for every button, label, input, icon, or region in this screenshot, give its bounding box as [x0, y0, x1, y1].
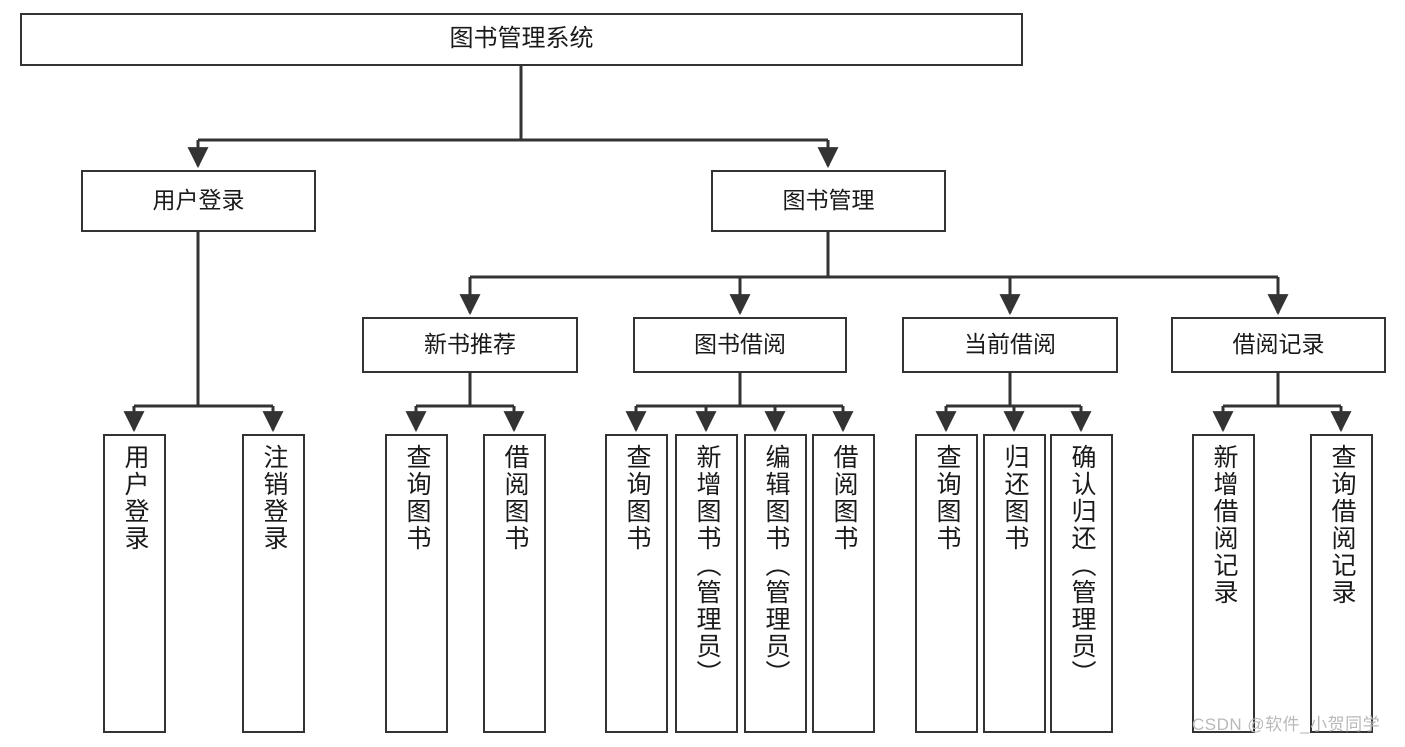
node-leaf-query-book-borrow-label: 查询图书	[623, 444, 651, 552]
node-leaf-query-borrow-record-label: 查询借阅记录	[1328, 444, 1356, 606]
csdn-watermark: CSDN @软件_小贺同学	[1192, 715, 1381, 734]
node-leaf-add-book-label: 新增图书（管理员）	[693, 444, 721, 687]
node-leaf-query-book-recommend[interactable]: 查询图书	[385, 434, 448, 733]
node-book-borrow-label: 图书借阅	[694, 331, 786, 358]
node-leaf-logout-label: 注销登录	[260, 444, 288, 552]
node-leaf-logout[interactable]: 注销登录	[242, 434, 305, 733]
node-leaf-borrow-book-label: 借阅图书	[830, 444, 858, 552]
node-leaf-edit-book[interactable]: 编辑图书（管理员）	[744, 434, 807, 733]
node-leaf-add-borrow-record[interactable]: 新增借阅记录	[1192, 434, 1255, 733]
node-leaf-query-book-recommend-label: 查询图书	[403, 444, 431, 552]
node-leaf-query-book-current-label: 查询图书	[933, 444, 961, 552]
node-leaf-user-login-label: 用户登录	[121, 444, 149, 552]
node-book-management-label: 图书管理	[782, 187, 875, 214]
node-leaf-query-book-borrow[interactable]: 查询图书	[605, 434, 668, 733]
node-leaf-borrow-book-recommend-label: 借阅图书	[501, 444, 529, 552]
node-leaf-borrow-book[interactable]: 借阅图书	[812, 434, 875, 733]
node-leaf-return-book[interactable]: 归还图书	[983, 434, 1046, 733]
node-leaf-query-book-current[interactable]: 查询图书	[915, 434, 978, 733]
node-leaf-confirm-return-label: 确认归还（管理员）	[1068, 444, 1096, 687]
node-borrow-record[interactable]: 借阅记录	[1171, 317, 1386, 373]
node-root[interactable]: 图书管理系统	[20, 13, 1023, 66]
node-user-login-label: 用户登录	[152, 187, 245, 214]
node-root-label: 图书管理系统	[449, 25, 594, 53]
node-user-login[interactable]: 用户登录	[81, 170, 316, 232]
node-new-book-recommend[interactable]: 新书推荐	[362, 317, 578, 373]
node-leaf-borrow-book-recommend[interactable]: 借阅图书	[483, 434, 546, 733]
node-book-borrow[interactable]: 图书借阅	[633, 317, 847, 373]
node-book-management[interactable]: 图书管理	[711, 170, 946, 232]
node-leaf-add-borrow-record-label: 新增借阅记录	[1210, 444, 1238, 606]
node-current-borrow[interactable]: 当前借阅	[902, 317, 1118, 373]
node-leaf-edit-book-label: 编辑图书（管理员）	[762, 444, 790, 687]
node-current-borrow-label: 当前借阅	[964, 331, 1056, 358]
node-new-book-recommend-label: 新书推荐	[424, 331, 516, 358]
node-leaf-query-borrow-record[interactable]: 查询借阅记录	[1310, 434, 1373, 733]
node-leaf-user-login[interactable]: 用户登录	[103, 434, 166, 733]
node-leaf-return-book-label: 归还图书	[1001, 444, 1029, 552]
node-leaf-confirm-return[interactable]: 确认归还（管理员）	[1050, 434, 1113, 733]
node-leaf-add-book[interactable]: 新增图书（管理员）	[675, 434, 738, 733]
node-borrow-record-label: 借阅记录	[1232, 331, 1325, 358]
